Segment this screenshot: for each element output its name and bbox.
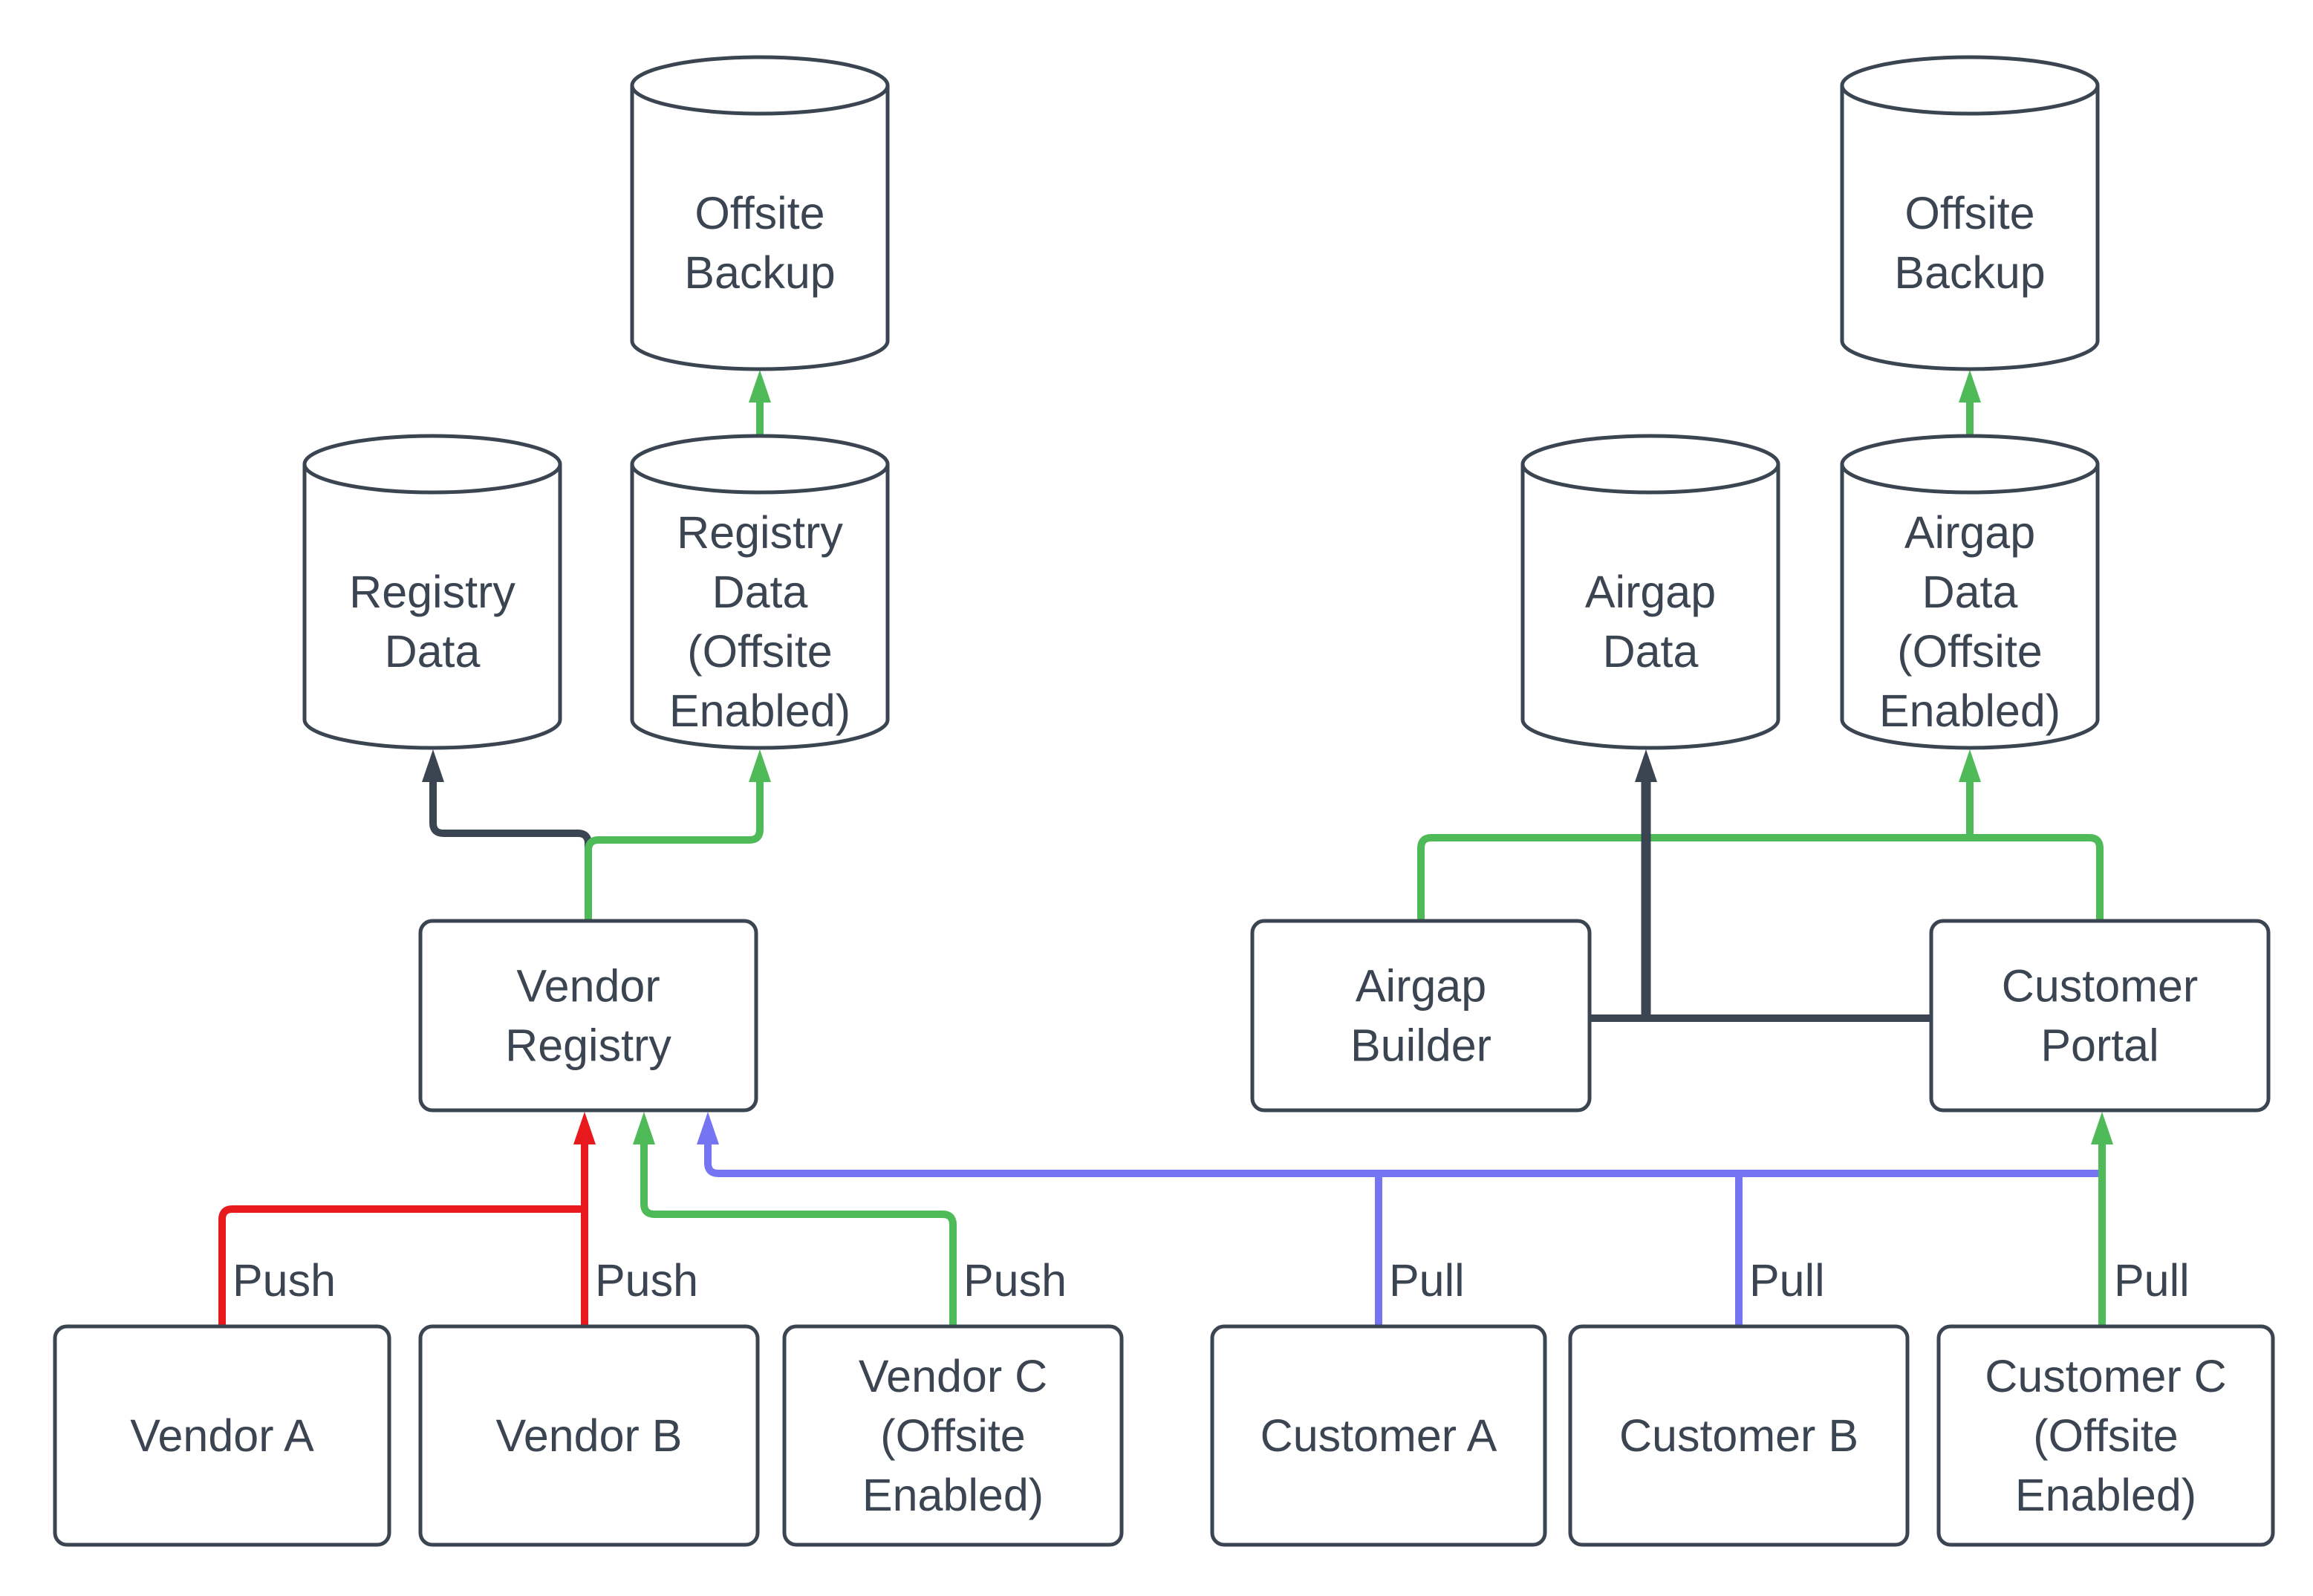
edge-airgap-builder-portal-to-offsite-data (1417, 834, 2104, 921)
customer-a-label: Customer A (1260, 1410, 1497, 1461)
customer-b-rect (1568, 1324, 1910, 1547)
edge-line-customers-pull-to-vendor-registry (704, 1139, 2104, 1177)
arrowhead-vendor-registry-to-registry-data-offsite (749, 749, 771, 782)
customer-portal-rect (1929, 919, 2271, 1113)
edge-line-vendor-registry-to-registry-data (429, 776, 592, 921)
customer-a: Customer A (1210, 1324, 1547, 1547)
edge-labels-layer: Push Push Push Pull Pull Pull (232, 1255, 2190, 1306)
arrowhead-customer-c-pull-line (2091, 1112, 2113, 1144)
vendor-a-rect (53, 1324, 391, 1547)
airgap-data-top-ellipse (1520, 434, 1780, 495)
customer-a-rect (1210, 1324, 1547, 1547)
arrowhead-merge-to-airgap-data (1635, 749, 1657, 782)
vendor-b-rect (418, 1324, 760, 1547)
offsite-backup-left-body (630, 85, 890, 371)
pull-label-customer-c: Pull (2114, 1255, 2190, 1306)
customer-b: Customer B (1568, 1324, 1910, 1547)
arrowhead-airgap-data-offsite-to-offsite-backup (1959, 370, 1981, 403)
edge-line-vendor-c-push-line (640, 1139, 957, 1326)
vendor-a: Vendor A (53, 1324, 391, 1547)
push-label-vendor-a: Push (232, 1255, 336, 1306)
arrowhead-merge-to-airgap-data-offsite (1959, 749, 1981, 782)
arrowhead-customers-pull-to-vendor-registry (697, 1112, 719, 1144)
pull-label-customer-b: Pull (1749, 1255, 1825, 1306)
arrowhead-registry-data-offsite-to-offsite-backup (749, 370, 771, 403)
vendor-b-label: Vendor B (496, 1410, 683, 1461)
vendor-b: Vendor B (418, 1324, 760, 1547)
edge-customer-c-pull-line (2091, 1112, 2113, 1326)
registry-data-offsite-top-ellipse (630, 434, 890, 495)
airgap-data-offsite-top-ellipse (1840, 434, 2100, 495)
edge-line-airgap-builder-portal-to-offsite-data (1417, 834, 2104, 921)
edge-vendor-registry-to-registry-data (422, 749, 592, 921)
customer-c-rect (1936, 1324, 2275, 1547)
vendor-c-rect (782, 1324, 1124, 1547)
edge-merge-to-airgap-data (1635, 749, 1657, 1018)
edge-vendor-a-push-line (218, 1205, 585, 1326)
registry-data-offsite-body (630, 464, 890, 750)
edge-line-vendor-a-push-line (218, 1205, 585, 1326)
edge-airgap-data-offsite-to-offsite-backup (1959, 370, 1981, 434)
airgap-data-offsite-body (1840, 464, 2100, 750)
edge-vendor-c-push-line (633, 1112, 957, 1326)
pull-label-customer-a: Pull (1389, 1255, 1465, 1306)
edge-vendor-b-push-line (573, 1112, 596, 1326)
arrowhead-vendor-registry-to-registry-data (422, 749, 444, 782)
customer-b-label: Customer B (1619, 1410, 1858, 1461)
vendor-a-label: Vendor A (130, 1410, 314, 1461)
push-label-vendor-b: Push (595, 1255, 698, 1306)
arrowhead-vendor-c-push-line (633, 1112, 655, 1144)
airgap-builder-rect (1250, 919, 1592, 1113)
airgap-data-body (1520, 464, 1780, 750)
registry-data-top-ellipse (302, 434, 562, 495)
edges-layer (218, 370, 2113, 1326)
registry-data-body (302, 464, 562, 750)
edge-line-vendor-registry-to-registry-data-offsite (585, 776, 764, 921)
edge-registry-data-offsite-to-offsite-backup (749, 370, 771, 434)
edge-customers-pull-to-vendor-registry (697, 1112, 2104, 1177)
edge-vendor-registry-to-registry-data-offsite (585, 749, 771, 921)
offsite-backup-right-body (1840, 85, 2100, 371)
offsite-backup-right-top-ellipse (1840, 55, 2100, 116)
arrowhead-vendor-b-push-line (573, 1112, 596, 1144)
push-label-vendor-c: Push (963, 1255, 1067, 1306)
vendor-registry-rect (418, 919, 758, 1113)
edge-merge-to-airgap-data-offsite (1959, 749, 1981, 838)
offsite-backup-left-top-ellipse (630, 55, 890, 116)
